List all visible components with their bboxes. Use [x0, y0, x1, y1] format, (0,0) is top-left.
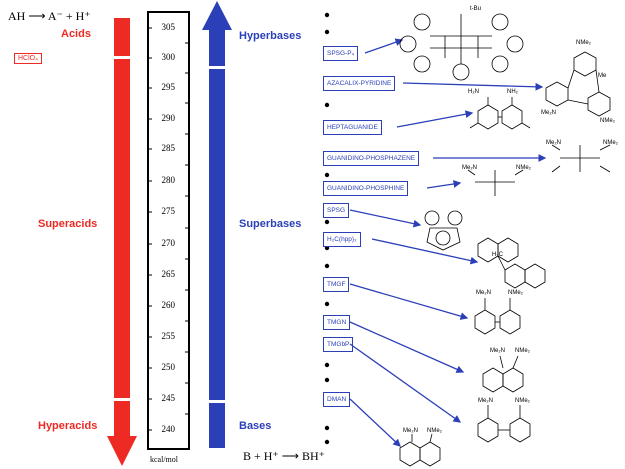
scale-tick-305: 305 — [161, 22, 176, 32]
label-t-bu: t-Bu — [470, 6, 482, 12]
arrow-h2c-hpp2 — [371, 238, 479, 265]
tmgbp-structure — [477, 405, 531, 443]
scale-tick-240: 240 — [161, 424, 176, 434]
spsg-structure — [424, 210, 463, 251]
hclo4-reference-box: HClO₄ — [14, 53, 42, 64]
base-protonation-equation: B + H⁺ ⟶ BH⁺ — [243, 449, 325, 463]
arrow-tmgf — [349, 283, 469, 320]
label-azacalix-me: Me — [598, 73, 607, 79]
label-h2c: H₂C — [492, 252, 503, 258]
scale-tick-marks — [147, 27, 190, 431]
label-tmgn-me2n: Me₂N — [490, 348, 505, 354]
hyperbases-label: Hyperbases — [239, 30, 302, 42]
guanidino-phosphazene-structure — [551, 144, 611, 173]
compound-tmgn: TMGN — [323, 315, 351, 330]
tmgn-structure — [482, 355, 524, 393]
compound-spsg-p4: SPSG-P₄ — [323, 46, 359, 61]
scale-tick-265: 265 — [161, 269, 176, 279]
superbases-label: Superbases — [239, 218, 302, 230]
hyperacids-label: Hyperacids — [38, 420, 98, 432]
scale-tick-290: 290 — [161, 113, 176, 123]
energy-scale — [147, 11, 190, 450]
scale-tick-275: 275 — [161, 206, 176, 216]
scale-tick-285: 285 — [161, 143, 176, 153]
h2c-hpp2-structure — [477, 237, 546, 289]
label-phosphazene-nme2: NMe₂ — [603, 140, 618, 146]
arrow-tmgn — [349, 321, 465, 373]
compound-spsg: SPSG — [323, 203, 350, 218]
spsg-p4-structure — [399, 13, 524, 81]
arrow-spsg — [349, 209, 422, 228]
arrow-dman — [349, 398, 401, 447]
compound-tmgbp: TMGbP — [323, 337, 354, 352]
scale-tick-295: 295 — [161, 82, 176, 92]
label-dman-nme2: NMe₂ — [427, 428, 442, 434]
dotted-guide-line — [324, 12, 330, 445]
compound-azacalix-pyridine: AZACALIX-PYRIDINE — [323, 76, 396, 91]
arrow-azacalix-pyridine — [402, 82, 544, 91]
label-tmgbp-nme2: NMe₂ — [515, 398, 530, 404]
compound-tmgf: TMGF — [323, 277, 350, 292]
bases-label: Bases — [239, 420, 272, 432]
label-hepta-nh2: NH₂ — [507, 89, 518, 95]
label-phosphazene-me2n: Me₂N — [546, 140, 561, 146]
scale-unit-label: kcal/mol — [150, 455, 178, 464]
arrow-tmgbp — [349, 343, 462, 423]
label-tmgn-nme2: NMe₂ — [515, 348, 530, 354]
compound-guanidino-phosphine: GUANIDINO-PHOSPHINE — [323, 181, 409, 196]
scale-tick-280: 280 — [161, 175, 176, 185]
label-hepta-h2n: H₂N — [468, 89, 479, 95]
label-azacalix-nme2-bottom: NMe₂ — [600, 118, 615, 124]
label-tmgbp-me2n: Me₂N — [478, 398, 493, 404]
dman-structure — [399, 433, 441, 467]
scale-tick-245: 245 — [161, 393, 176, 403]
scale-tick-300: 300 — [161, 52, 176, 62]
label-tmgf-nme2: NMe₂ — [508, 290, 523, 296]
heptaguanide-structure — [469, 97, 531, 130]
acid-dissociation-equation: AH ⟶ A⁻ + H⁺ — [8, 9, 91, 23]
acids-label: Acids — [61, 28, 91, 40]
scale-tick-255: 255 — [161, 331, 176, 341]
arrow-guanidino-phosphine — [426, 180, 462, 189]
label-azacalix-me2n: Me₂N — [541, 110, 556, 116]
guanidino-phosphine-structure — [467, 169, 524, 196]
label-tmgf-me2n: Me₂N — [476, 290, 491, 296]
label-dman-me2n: Me₂N — [403, 428, 418, 434]
scale-tick-250: 250 — [161, 362, 176, 372]
label-phosphine-nme2: NMe₂ — [516, 165, 531, 171]
arrow-heptaguanide — [396, 110, 474, 128]
scale-tick-270: 270 — [161, 238, 176, 248]
superacids-label: Superacids — [38, 218, 98, 230]
compound-h2c-hpp2: H₂C(hpp)₂ — [323, 232, 361, 247]
azacalix-pyridine-structure — [545, 51, 611, 117]
arrow-spsg-p4 — [364, 38, 404, 54]
tmgf-structure — [474, 298, 521, 335]
compound-heptaguanide: HEPTAGUANIDE — [323, 120, 382, 135]
label-azacalix-nme2-top: NMe₂ — [576, 40, 591, 46]
base-strength-arrow — [202, 1, 232, 448]
compound-guanidino-phosphazene: GUANIDINO-PHOSPHAZENE — [323, 151, 420, 166]
scale-tick-260: 260 — [161, 300, 176, 310]
label-phosphine-me2n: Me₂N — [462, 165, 477, 171]
acid-strength-arrow — [107, 18, 137, 466]
